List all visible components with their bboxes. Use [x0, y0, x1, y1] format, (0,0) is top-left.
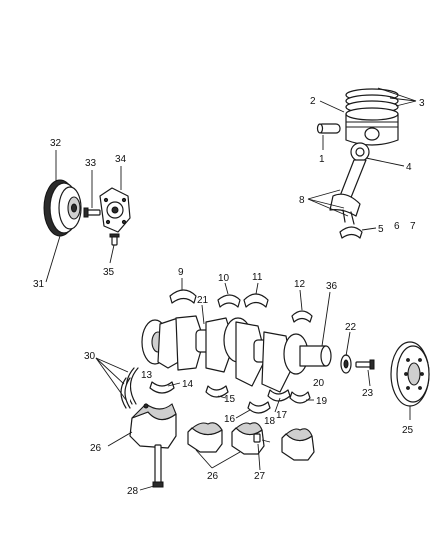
callout-3: 3 [419, 98, 425, 109]
leader-lines [45, 87, 417, 491]
callout-15: 15 [224, 394, 236, 405]
callout-31: 31 [33, 279, 45, 290]
lower-main-bearing-16 [247, 401, 271, 414]
cap-dowel [253, 433, 261, 443]
callout-30: 30 [84, 351, 96, 362]
callout-25: 25 [402, 425, 414, 436]
callout-27: 27 [254, 471, 266, 482]
lower-main-bearing-17 [267, 389, 291, 402]
upper-main-bearing-11 [243, 293, 269, 308]
callout-2: 2 [310, 96, 316, 107]
callout-4: 4 [406, 162, 412, 173]
callout-33: 33 [85, 158, 97, 169]
callout-17: 17 [276, 410, 288, 421]
flexplate-bolt [355, 359, 375, 370]
callout-26-left: 26 [90, 443, 102, 454]
crankshaft-sprocket-hub [99, 187, 131, 233]
piston [345, 107, 399, 146]
cap-bolt [152, 444, 164, 488]
callout-23: 23 [362, 388, 374, 399]
callout-9: 9 [178, 267, 184, 278]
callout-5: 5 [378, 224, 384, 235]
callout-7: 7 [410, 221, 416, 232]
callout-8: 8 [299, 195, 305, 206]
callout-36: 36 [326, 281, 338, 292]
callout-19: 19 [316, 396, 328, 407]
callout-16: 16 [224, 414, 236, 425]
callout-11: 11 [252, 272, 263, 283]
connecting-rod [329, 142, 370, 225]
hub-bolt [109, 233, 120, 246]
oil-seal-washer [340, 354, 352, 374]
callout-14: 14 [182, 379, 194, 390]
callout-20: 20 [313, 378, 325, 389]
upper-main-bearing-10 [217, 294, 241, 308]
damper-bolt [83, 207, 101, 218]
callout-26-right: 26 [207, 471, 219, 482]
callout-21: 21 [197, 295, 209, 306]
callout-34: 34 [115, 154, 127, 165]
upper-main-bearing-12 [291, 310, 313, 323]
callout-12: 12 [294, 279, 306, 290]
callout-22: 22 [345, 322, 357, 333]
upper-main-bearing-9 [169, 289, 197, 304]
callout-10: 10 [218, 273, 230, 284]
lower-main-bearing-13 [149, 381, 175, 394]
callout-28: 28 [127, 486, 139, 497]
lower-main-bearing-19 [289, 391, 311, 404]
crankshaft [141, 315, 332, 393]
piston-pin [316, 123, 341, 134]
piston-rings [345, 88, 399, 114]
callout-1: 1 [319, 154, 325, 165]
main-bearing-cap-2 [187, 422, 223, 453]
rod-bearing [339, 226, 363, 239]
vibration-damper [43, 179, 82, 237]
callout-32: 32 [50, 138, 62, 149]
callout-labels: 1 2 3 4 5 6 7 8 9 10 11 12 13 14 15 16 1… [33, 96, 425, 497]
thrust-washers [120, 367, 139, 409]
lower-main-bearing-15 [205, 385, 229, 398]
callout-13: 13 [141, 370, 153, 381]
callout-35: 35 [103, 267, 115, 278]
main-bearing-cap-4 [281, 428, 315, 461]
main-bearing-cap-rear [129, 403, 177, 449]
callout-18: 18 [264, 416, 276, 427]
flexplate [390, 341, 430, 407]
callout-6: 6 [394, 221, 400, 232]
